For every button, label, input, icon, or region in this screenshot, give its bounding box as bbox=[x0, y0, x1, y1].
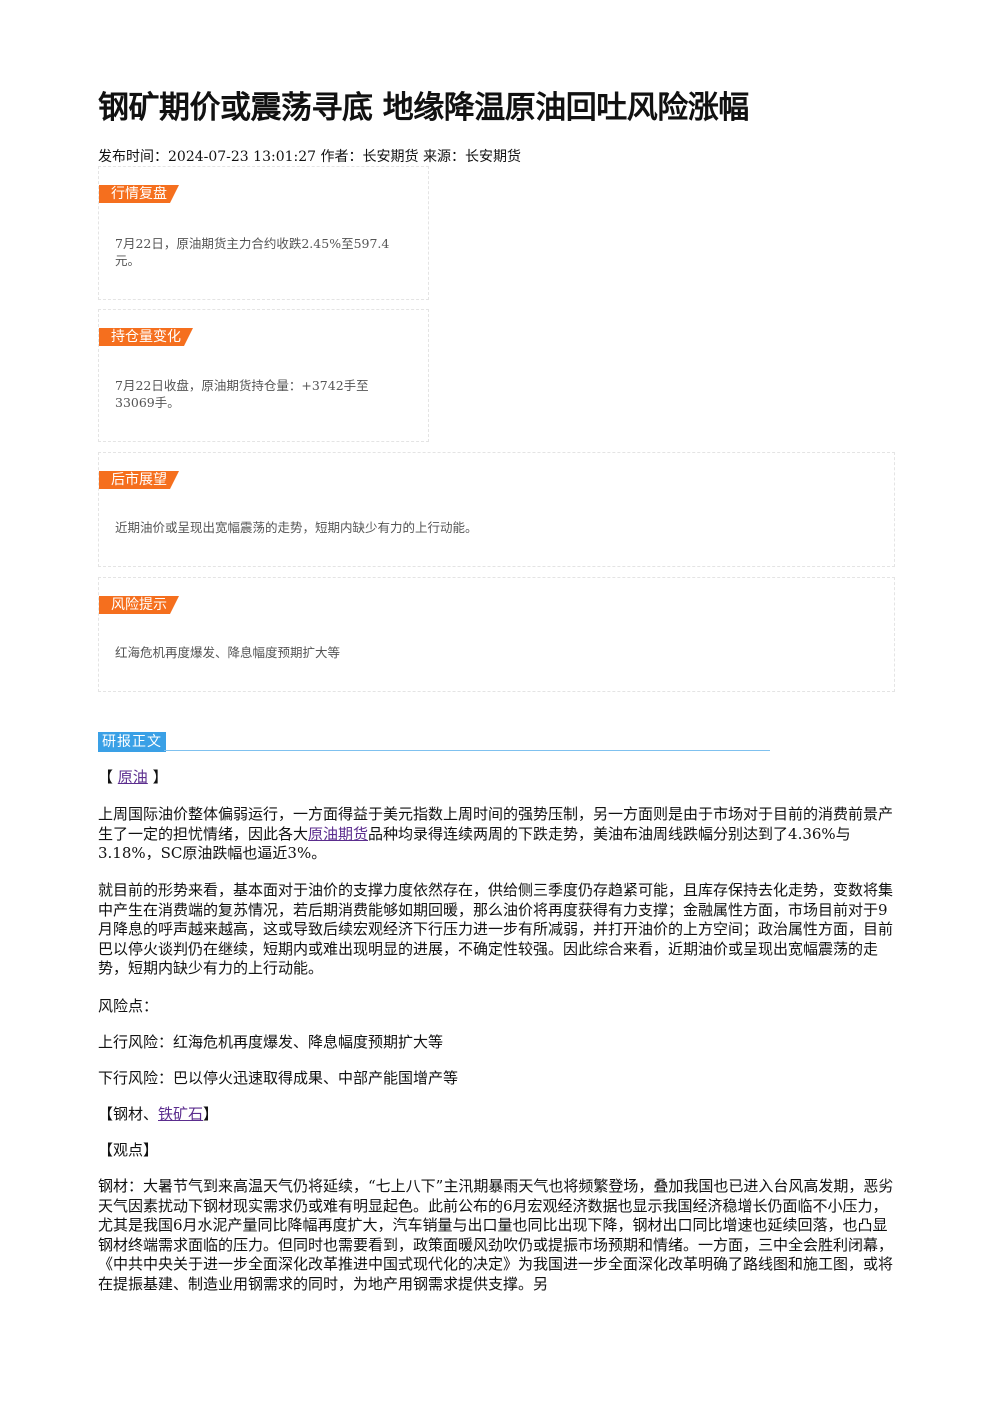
report-body-header: 研报正文 bbox=[98, 732, 770, 752]
p1-text-after: 品种均录得连续两周的下跌走势，美油布油周线跌幅分别达到了4.36%与3.18%，… bbox=[98, 824, 851, 863]
tag-risk: 风险提示 bbox=[99, 596, 179, 614]
paragraph-steel: 钢材：大暑节气到来高温天气仍将延续，“七上八下”主汛期暴雨天气也将频繁登场，叠加… bbox=[98, 1177, 894, 1293]
link-crude-oil[interactable]: 原油 bbox=[117, 768, 148, 786]
risk-downside: 下行风险：巴以停火迅速取得成果、中部产能国增产等 bbox=[98, 1069, 459, 1087]
header-divider bbox=[164, 750, 770, 751]
article-meta: 发布时间：2024-07-23 13:01:27 作者：长安期货 来源：长安期货 bbox=[98, 149, 521, 165]
box-text: 近期油价或呈现出宽幅震荡的走势，短期内缺少有力的上行动能。 bbox=[115, 520, 478, 535]
box-text: 7月22日，原油期货主力合约收跌2.45%至597.4元。 bbox=[115, 236, 390, 268]
paragraph-oil-weekly: 上周国际油价整体偏弱运行，一方面得益于美元指数上周时间的强势压制，另一方面则是由… bbox=[98, 805, 894, 864]
bracket-close: 】 bbox=[152, 768, 168, 786]
risk-label: 风险点： bbox=[98, 997, 159, 1015]
link-crude-oil-futures[interactable]: 原油期货 bbox=[308, 824, 369, 843]
box-text: 红海危机再度爆发、降息幅度预期扩大等 bbox=[115, 645, 341, 660]
report-body-label: 研报正文 bbox=[98, 732, 166, 752]
paragraph-oil-outlook: 就目前的形势来看，基本面对于油价的支撑力度依然存在，供给侧三季度仍存趋紧可能，且… bbox=[98, 881, 894, 977]
bracket-open: 【 bbox=[98, 768, 114, 786]
bracket-close: 】 bbox=[203, 1105, 219, 1123]
oil-heading: 【 原油 】 bbox=[98, 768, 894, 788]
summary-box-risk: 风险提示 红海危机再度爆发、降息幅度预期扩大等 bbox=[98, 577, 895, 692]
tag-open-interest: 持仓量变化 bbox=[99, 328, 193, 346]
tag-market-review: 行情复盘 bbox=[99, 185, 179, 203]
article-title: 钢矿期价或震荡寻底 地缘降温原油回吐风险涨幅 bbox=[98, 90, 749, 126]
box-text: 7月22日收盘，原油期货持仓量：+3742手至33069手。 bbox=[115, 378, 369, 410]
p1-text-before: 上周国际油价整体偏弱运行，一方面得益于美元指数上周时间的强势压制，另一方面则是由… bbox=[98, 805, 894, 843]
steel-heading-prefix: 【钢材、 bbox=[98, 1105, 159, 1123]
steel-heading: 【钢材、铁矿石】 bbox=[98, 1105, 894, 1125]
link-iron-ore[interactable]: 铁矿石 bbox=[158, 1105, 204, 1123]
summary-box-market-review: 行情复盘 7月22日，原油期货主力合约收跌2.45%至597.4元。 bbox=[98, 166, 429, 300]
tag-outlook: 后市展望 bbox=[99, 471, 179, 489]
risk-upside: 上行风险：红海危机再度爆发、降息幅度预期扩大等 bbox=[98, 1033, 444, 1051]
summary-box-open-interest: 持仓量变化 7月22日收盘，原油期货持仓量：+3742手至33069手。 bbox=[98, 309, 429, 442]
summary-box-outlook: 后市展望 近期油价或呈现出宽幅震荡的走势，短期内缺少有力的上行动能。 bbox=[98, 452, 895, 567]
view-heading: 【观点】 bbox=[98, 1141, 159, 1159]
